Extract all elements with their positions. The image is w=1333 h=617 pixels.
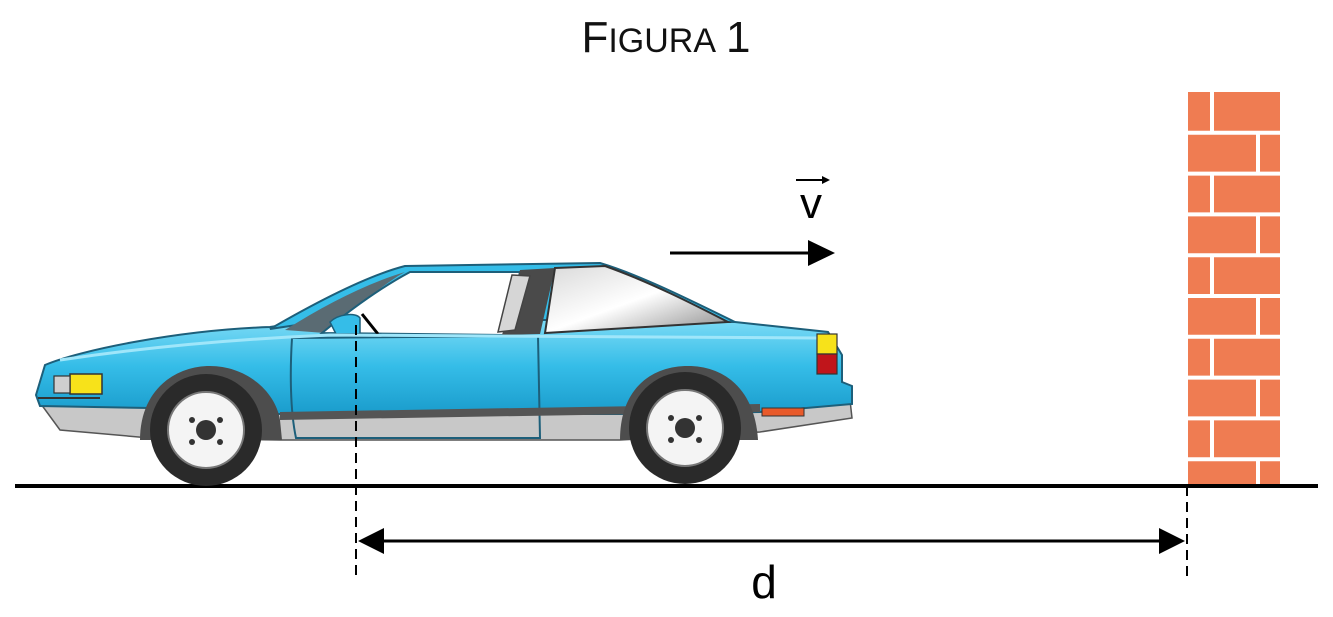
figure-title: FIGURA 1 (581, 13, 750, 62)
brick-wall-icon (1188, 92, 1280, 484)
figure-title-smallcaps: IGURA (608, 22, 716, 60)
velocity-label: v (800, 179, 822, 228)
figure-title-number: 1 (726, 13, 750, 62)
velocity-vector: v (670, 176, 835, 266)
distance-measure: d (355, 325, 1188, 608)
distance-label: d (751, 556, 777, 608)
figure-title-initial: F (581, 13, 608, 62)
front-wheel (150, 374, 262, 486)
rear-wheel (629, 372, 741, 484)
car-icon (34, 261, 853, 486)
